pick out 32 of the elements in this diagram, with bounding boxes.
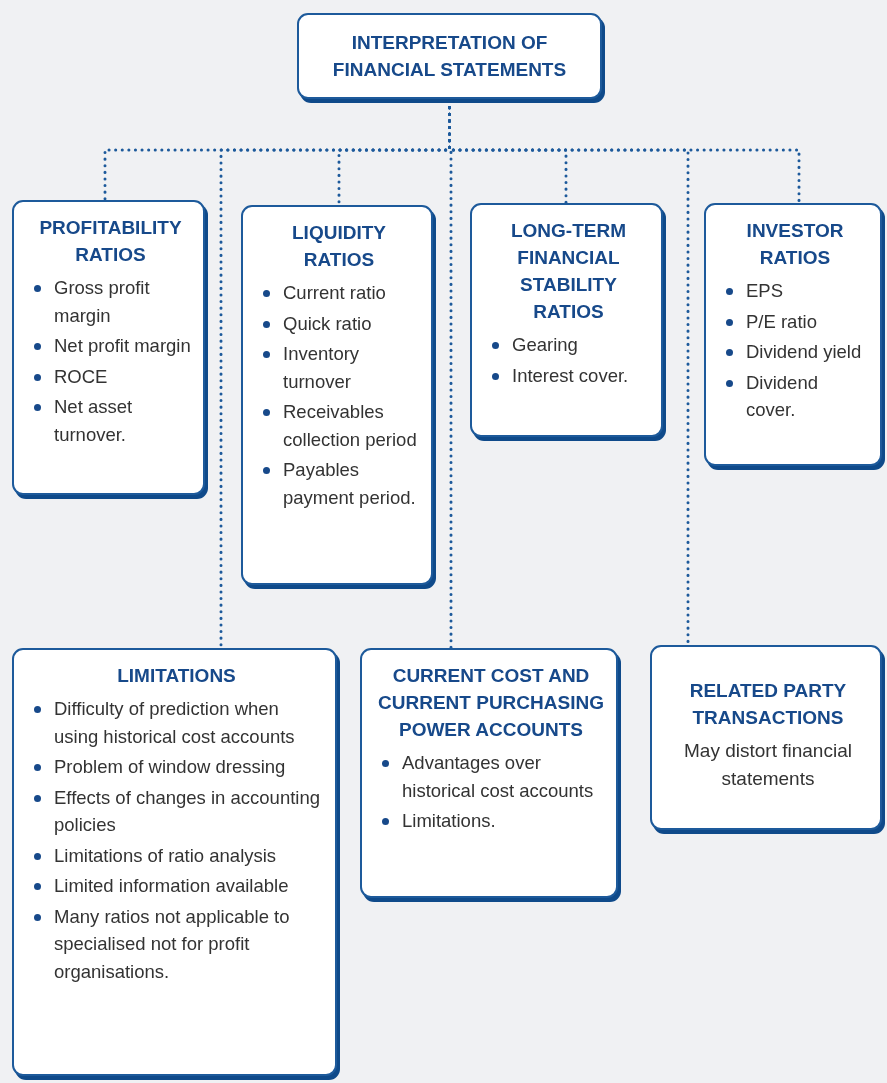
box-heading: LIMITATIONS: [116, 664, 237, 688]
bullet-item: Effects of changes in accounting policies: [28, 783, 325, 839]
bullet-item: Dividend yield: [720, 338, 870, 366]
box-heading: RELATED PARTY TRANSACTIONS: [688, 679, 848, 730]
bullet-item: Quick ratio: [257, 309, 421, 337]
bullet-item: Net asset turnover.: [28, 393, 193, 448]
box-heading: PROFITABILITY RATIOS: [38, 216, 183, 267]
box-heading: INTERPRETATION OF FINANCIAL STATEMENTS: [331, 31, 568, 82]
bullet-item: Limited information available: [28, 872, 325, 900]
bullet-item: Payables payment period.: [257, 456, 421, 511]
bullet-item: Interest cover.: [486, 361, 651, 389]
bullet-item: Receivables collection period: [257, 398, 421, 453]
bullet-item: Gross profit margin: [28, 274, 193, 329]
bullet-item: Problem of window dressing: [28, 753, 325, 781]
box-description: May distort financial statements: [683, 739, 853, 791]
bullet-item: Gearing: [486, 331, 651, 359]
box-heading: LIQUIDITY RATIOS: [291, 221, 387, 272]
bullet-item: Limitations.: [376, 807, 606, 835]
bullet-item: P/E ratio: [720, 307, 870, 335]
bullet-item: ROCE: [28, 362, 193, 390]
bullet-item: Dividend cover.: [720, 368, 870, 424]
box-heading: LONG-TERM FINANCIAL STABILITY RATIOS: [509, 219, 627, 324]
bullet-item: Current ratio: [257, 279, 421, 307]
bullet-item: Difficulty of prediction when using historical cost accounts: [28, 695, 325, 750]
bullet-item: Many ratios not applicable to specialised not for profit organisations.: [28, 902, 325, 985]
box-heading: INVESTOR RATIOS: [745, 219, 845, 270]
bullet-item: Inventory turnover: [257, 340, 421, 395]
bullet-item: Advantages over historical cost accounts: [376, 749, 606, 804]
bullet-item: Net profit margin: [28, 332, 193, 360]
bullet-item: EPS: [720, 277, 870, 305]
bullet-item: Limitations of ratio analysis: [28, 841, 325, 869]
box-heading: CURRENT COST AND CURRENT PURCHASING POWER ACCOUNTS: [377, 664, 605, 742]
